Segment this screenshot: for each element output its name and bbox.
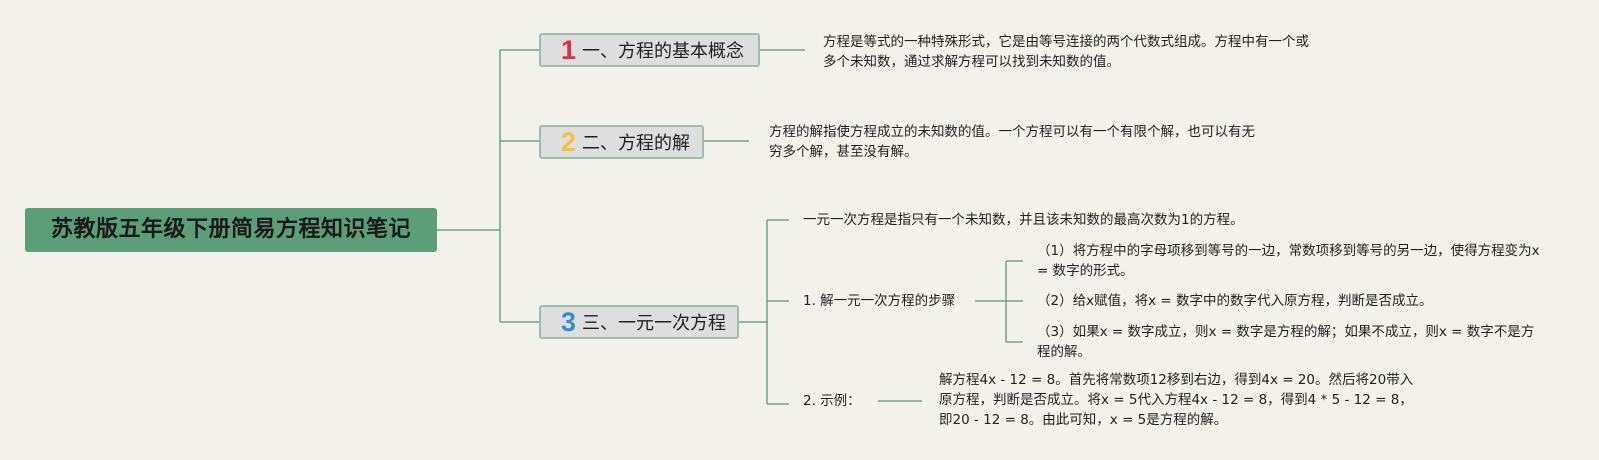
topic-label: 三、一元一次方程	[582, 313, 727, 334]
subtopic-steps[interactable]: 1. 解一元一次方程的步骤	[803, 293, 956, 309]
topic-label: 一、方程的基本概念	[582, 41, 745, 62]
topic-description-basic-concept: 方程是等式的一种特殊形式，它是由等号连接的两个代数式组成。方程中有一个或多个未知…	[823, 34, 1309, 70]
subtopic-definition[interactable]: 一元一次方程是指只有一个未知数，并且该未知数的最高次数为1的方程。	[803, 212, 1244, 228]
step-item-2[interactable]: （2）给x赋值，将x = 数字中的数字代入原方程，判断是否成立。	[1037, 293, 1433, 309]
subtopic-example[interactable]: 2. 示例：	[803, 393, 861, 409]
step-item-1[interactable]: （1）将方程中的字母项移到等号的一边，常数项移到等号的另一边，使得方程变为x =…	[1037, 243, 1540, 279]
topic-node-solution[interactable]: 2 二、方程的解	[539, 125, 704, 159]
root-node[interactable]: 苏教版五年级下册简易方程知识笔记	[25, 208, 437, 252]
number-1-icon: 1	[561, 35, 577, 65]
root-title: 苏教版五年级下册简易方程知识笔记	[50, 217, 411, 242]
number-2-icon: 2	[561, 127, 577, 157]
topic-node-basic-concept[interactable]: 1 一、方程的基本概念	[539, 33, 760, 67]
step-item-3[interactable]: （3）如果x = 数字成立，则x = 数字是方程的解；如果不成立，则x = 数字…	[1037, 324, 1535, 360]
topic-node-linear-equation[interactable]: 3 三、一元一次方程	[539, 305, 739, 339]
topic-description-solution: 方程的解指使方程成立的未知数的值。一个方程可以有一个有限个解，也可以有无穷多个解…	[769, 124, 1255, 160]
topic-label: 二、方程的解	[582, 133, 691, 154]
number-3-icon: 3	[561, 307, 577, 337]
example-text[interactable]: 解方程4x - 12 = 8。首先将常数项12移到右边，得到4x = 20。然后…	[939, 372, 1414, 428]
